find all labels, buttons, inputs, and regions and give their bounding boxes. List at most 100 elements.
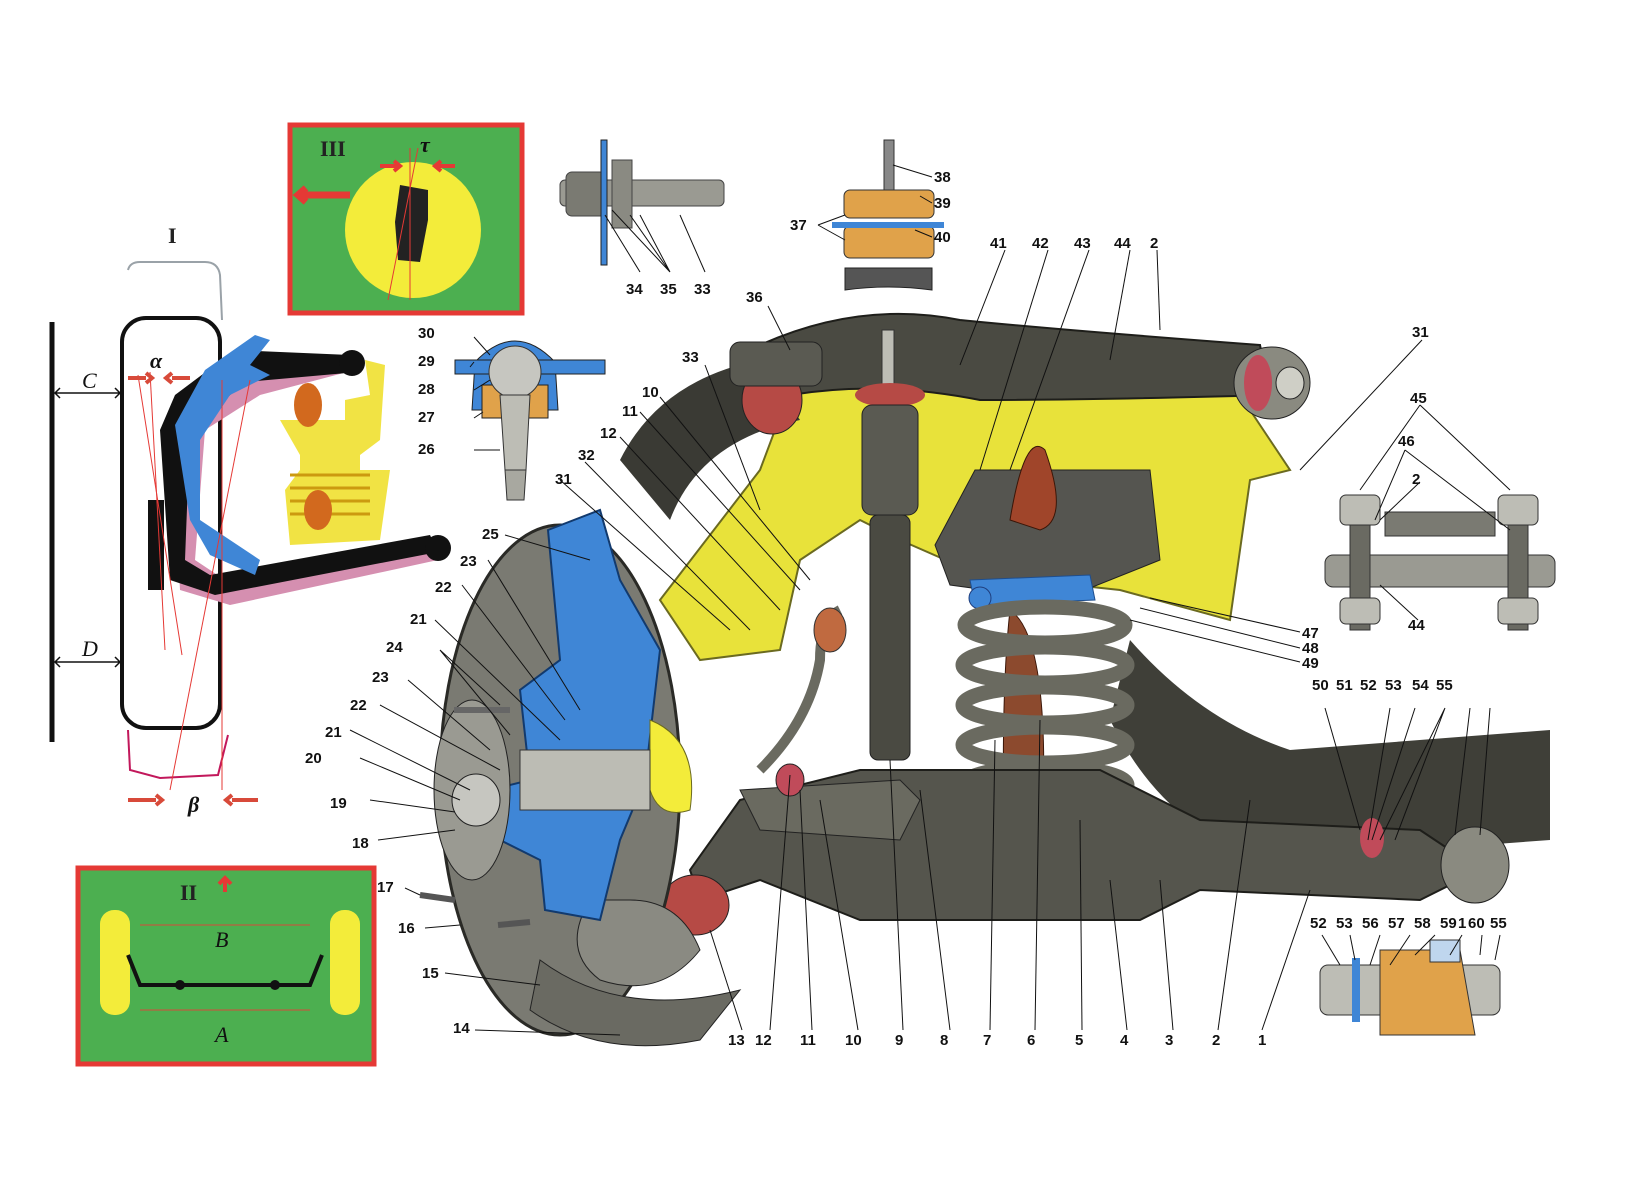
alpha-symbol: α [150,348,163,373]
camber-line [137,374,183,656]
part-label-50: 50 [1312,677,1329,694]
upper-spring-seat [934,469,1161,601]
main-suspension-assembly [419,312,1550,1047]
part-label-49: 49 [1302,655,1319,672]
part-label-11a: 11 [622,403,638,420]
bushing-washer [1352,958,1360,1022]
ball-stud-head [488,345,542,399]
part-label-38: 38 [934,169,951,186]
ball-joint-silhouette [395,185,428,262]
upper-arm-nut [1275,366,1305,400]
tire-outline-ghost [127,261,223,321]
part-label-7: 7 [983,1032,991,1049]
inset-i-numeral: I [168,223,177,248]
dimension-d [53,656,122,668]
stabilizer-bushing [813,607,847,653]
shock-rod [881,329,895,391]
upper-position-arms [175,335,270,575]
shock-upper-bushing [855,383,925,407]
mount-bolt [883,139,895,191]
part-label-59: 59 [1440,915,1457,932]
detail-upper-arm-pin [559,139,725,266]
part-label-32: 32 [578,447,595,464]
part-label-4: 4 [1120,1032,1129,1049]
part-label-58: 58 [1414,915,1431,932]
shock-dust-cover [861,404,919,516]
part-label-31a: 31 [1412,324,1429,341]
upper-arm-rubber [1244,355,1272,411]
beta-symbol: β [187,792,200,817]
part-label-23b: 23 [372,669,389,686]
part-label-28: 28 [418,381,435,398]
part-label-17: 17 [377,879,394,896]
part-label-37: 37 [790,217,807,234]
part-label-53b: 53 [1336,915,1353,932]
part-label-56: 56 [1362,915,1379,932]
part-label-6: 6 [1027,1032,1035,1049]
part-label-21b: 21 [325,724,342,741]
part-label-12a: 12 [600,425,617,442]
shim-plate [600,139,608,266]
part-label-1b: 1 [1458,915,1466,932]
a-letter: A [213,1022,229,1047]
inset-ii-toe: II B A [75,865,377,1067]
pin-nut [565,171,607,217]
part-label-13: 13 [728,1032,745,1049]
bracket-plate [832,222,944,228]
part-label-51: 51 [1336,677,1353,694]
part-label-14: 14 [453,1020,470,1037]
part-label-53a: 53 [1385,677,1402,694]
part-label-24: 24 [386,639,403,656]
arm-shaft [1324,554,1556,588]
part-label-11b: 11 [800,1032,816,1049]
caster-axis-line [387,147,419,301]
part-label-20: 20 [305,750,322,767]
part-label-9: 9 [895,1032,903,1049]
shaft-nut-tl [1339,494,1381,526]
beta-arrow-left [128,793,166,807]
shaft-nut-bl [1339,597,1381,625]
part-label-54: 54 [1412,677,1429,694]
part-label-34: 34 [626,281,643,298]
part-label-40: 40 [934,229,951,246]
mount-base [844,267,933,291]
part-label-42: 42 [1032,235,1049,252]
part-label-48: 48 [1302,640,1319,657]
shaft-nut-tr [1497,494,1539,526]
leader-lines [349,164,1511,1036]
lower-arm-bushing [1440,826,1510,904]
alpha-arrow-right [162,371,190,385]
c-letter: C [82,368,97,393]
part-label-41: 41 [990,235,1007,252]
part-label-55a: 55 [1436,677,1453,694]
part-label-5: 5 [1075,1032,1083,1049]
upper-pivot [339,350,365,376]
part-label-19: 19 [330,795,347,812]
tau-arrow-left [380,159,404,173]
dimension-c [53,387,122,399]
part-label-23a: 23 [460,553,477,570]
caliper [576,899,701,987]
bushing-sleeve [1429,939,1461,963]
tau-arrow-right [431,159,455,173]
brake-disc-section [148,500,164,590]
frame-rail-rear [1110,640,1550,860]
d-letter: D [81,636,98,661]
part-label-46: 46 [1398,433,1415,450]
part-label-45: 45 [1410,390,1427,407]
part-label-15: 15 [422,965,439,982]
b-letter: B [215,927,228,952]
inset-iii-numeral: III [320,136,346,161]
part-label-36: 36 [746,289,763,306]
part-label-10a: 10 [642,384,659,401]
hub-bearings [519,749,651,811]
part-label-2b: 2 [1412,471,1420,488]
detail-rubber-mount [832,139,944,291]
beta-arrow-right [222,793,258,807]
direction-arrow [292,185,350,205]
vertical-ref-line [149,371,166,651]
bump-stop-lower [304,490,332,530]
tire-outline-ghost-lower [127,729,229,780]
part-label-30: 30 [418,325,435,342]
